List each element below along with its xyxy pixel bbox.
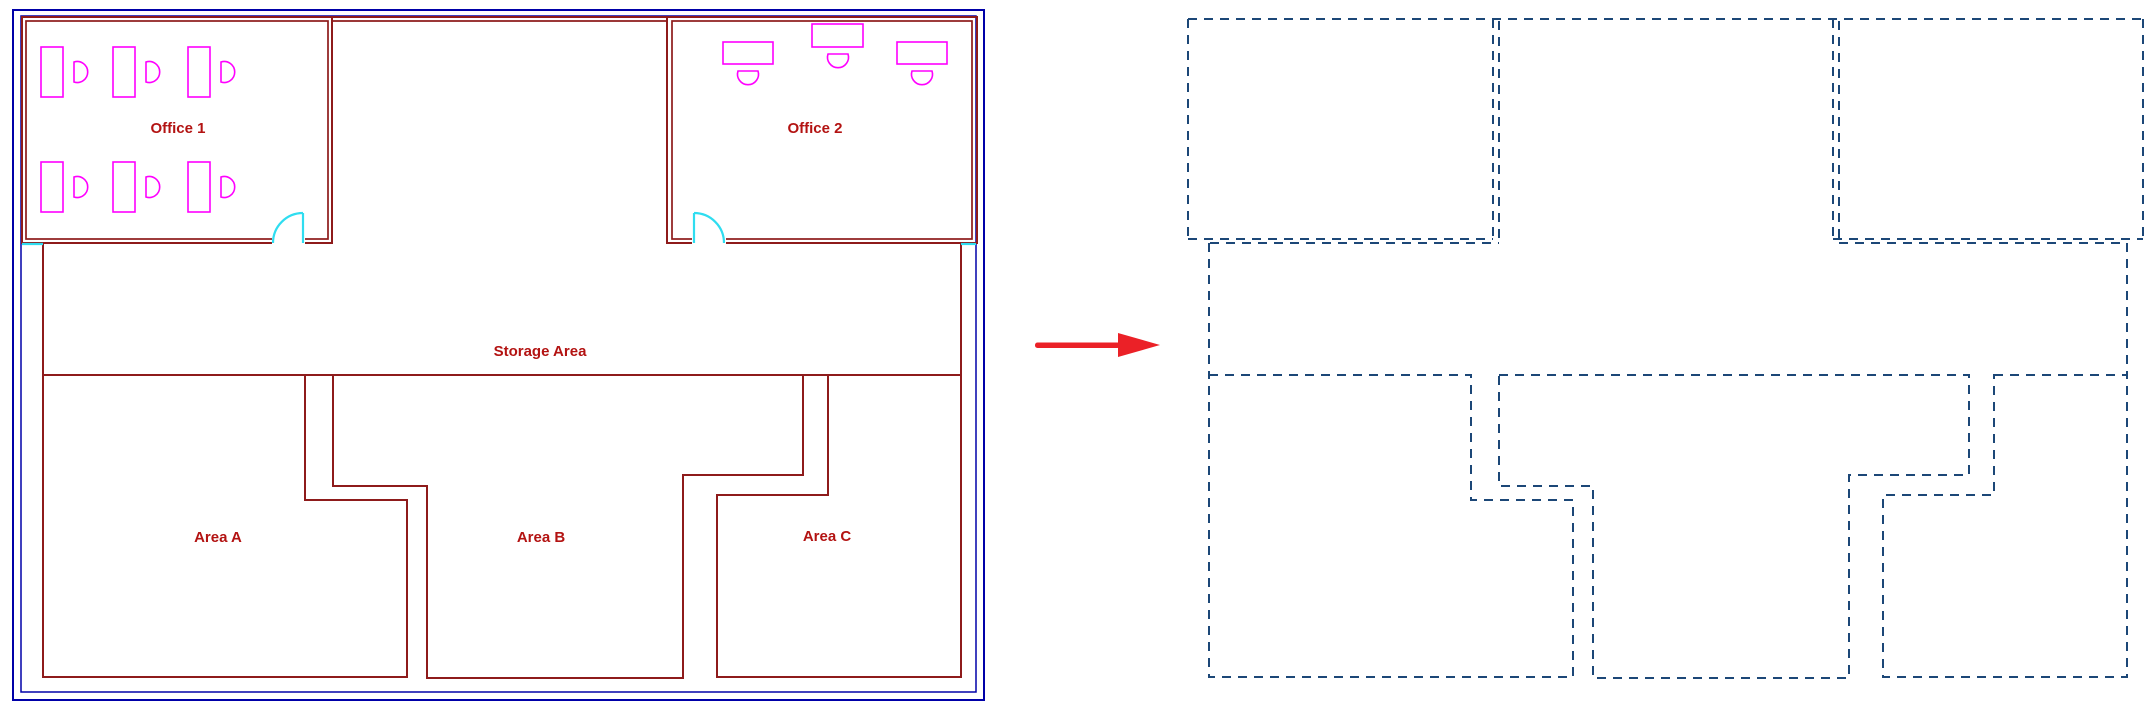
area-c-region (716, 374, 962, 678)
desk-icon (187, 161, 236, 213)
dashed-office-1 (1187, 19, 1500, 244)
desk-icon (722, 41, 774, 86)
area-b-label: Area B (517, 529, 566, 546)
desk-icon (811, 23, 864, 69)
left-floor-plan: Office 1 Office 2 Storage Area Area A Ar… (12, 9, 985, 701)
office-2-label: Office 2 (787, 120, 842, 137)
storage-area-label: Storage Area (494, 343, 587, 360)
office-2-door-opening (692, 236, 726, 246)
transform-arrow-icon (1035, 333, 1160, 357)
desk-icon (112, 46, 161, 98)
office-1-door-opening (272, 236, 305, 246)
office-1-label: Office 1 (150, 120, 205, 137)
area-a-region (42, 374, 408, 678)
area-c-label: Area C (803, 528, 852, 545)
office-2-outer-wall (666, 16, 978, 244)
dashed-area-c (1882, 374, 2128, 678)
office-2-door-icon (692, 211, 726, 244)
outer-border (12, 9, 985, 701)
office-2-desks (722, 23, 948, 86)
right-dashed-plan (1187, 18, 2144, 679)
office-1-outer-wall (21, 16, 333, 244)
desk-icon (112, 161, 161, 213)
office-1-desks (40, 46, 236, 213)
area-a-label: Area A (194, 529, 242, 546)
room-office-1 (21, 16, 333, 244)
desk-icon (896, 41, 948, 86)
desk-icon (40, 46, 89, 98)
area-b-region (332, 374, 804, 679)
office-2-inner-wall (671, 20, 973, 240)
dashed-area-a (1208, 374, 1574, 678)
desk-icon (187, 46, 236, 98)
office-1-inner-wall (25, 20, 329, 240)
dashed-office-2 (1832, 19, 2144, 244)
office-1-door-icon (271, 211, 305, 244)
desk-icon (40, 161, 89, 213)
dashed-area-b (1498, 374, 1970, 679)
room-office-2 (666, 16, 978, 244)
